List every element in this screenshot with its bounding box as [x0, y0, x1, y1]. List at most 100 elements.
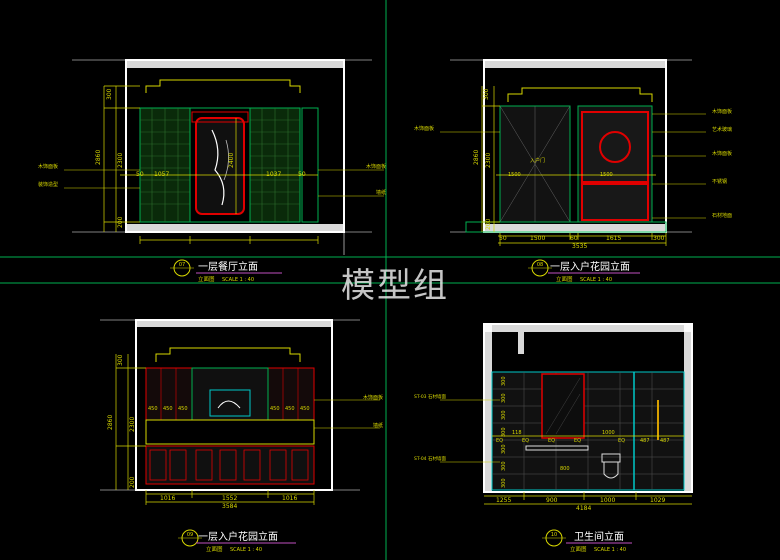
p09-dim-left-2: 200: [129, 476, 136, 488]
p07-label-right-1: 墙纸: [376, 189, 386, 196]
p09-label-right-0: 木饰面板: [363, 394, 383, 401]
title-08-number: 08: [537, 262, 543, 268]
p10-inner-0: 118: [512, 430, 522, 436]
p10-inner-2: 487: [640, 438, 650, 444]
p10-dim-bottom-0: 1255: [496, 497, 511, 504]
title-block-08: 08 一层入户花园立面 立面图 SCALE 1 : 40: [528, 259, 640, 283]
p08-dim-bottom-2: 60: [570, 235, 578, 242]
p08-dim-bottom-1: 1500: [530, 235, 545, 242]
title-10-number: 10: [551, 532, 557, 538]
p10-label-left-0: ST-03 石材墙面: [414, 393, 446, 400]
p08-label-right-1: 艺术玻璃: [712, 126, 732, 133]
p10-tile-row-3: 300: [501, 427, 507, 437]
title-block-09: 09 一层入户花园立面 立面图 SCALE 1 : 40: [178, 529, 296, 553]
panel-08-elevation: [440, 59, 706, 246]
p08-label-right-3: 不锈钢: [712, 178, 727, 185]
p08-dim-total: 3535: [572, 243, 587, 250]
p10-tile-row-4: 300: [501, 444, 507, 454]
p07-dim-left-3: 2860: [95, 150, 102, 165]
p09-row-left-2: 450: [178, 406, 188, 412]
p07-label-right-0: 木饰面板: [366, 163, 386, 170]
title-07-scale: SCALE 1 : 40: [222, 277, 254, 283]
title-07-text: 一层餐厅立面: [198, 260, 258, 273]
p07-dim-left-0: 300: [106, 88, 113, 100]
p07-dim-left-2: 200: [117, 216, 124, 228]
p09-row-left-0: 450: [148, 406, 158, 412]
p07-dim-bottom-1: 1057: [154, 171, 169, 178]
p10-tile-row-1: 300: [501, 393, 507, 403]
p08-dim-bottom-4: 300: [653, 235, 665, 242]
p09-row-right-2: 450: [300, 406, 310, 412]
p10-inner-3: 487: [660, 438, 670, 444]
p10-eq-1: EQ: [522, 438, 529, 444]
title-09-subtitle: 立面图: [206, 545, 223, 553]
panel-10-elevation: [440, 323, 693, 505]
p09-dim-bottom-0: 1016: [160, 495, 175, 502]
p09-row-right-0: 450: [270, 406, 280, 412]
watermark-text: 模型组: [341, 266, 449, 306]
p10-eq-4: EQ: [618, 438, 625, 444]
p10-dim-bottom-2: 1000: [600, 497, 615, 504]
p09-dim-left-1: 2300: [129, 417, 136, 432]
p08-dim-left-0: 300: [483, 88, 490, 100]
panel-09-elevation: [100, 319, 380, 505]
title-block-10: 10 卫生间立面 立面图 SCALE 1 : 40: [542, 529, 632, 553]
p09-dim-left-3: 2860: [107, 415, 114, 430]
p07-dim-bottom-0: 50: [136, 171, 144, 178]
p10-dim-total: 4184: [576, 505, 591, 512]
p10-eq-3: EQ: [574, 438, 581, 444]
p08-dim-left-3: 2860: [473, 150, 480, 165]
panel-07-dim-texts: 50 1057 1037 50 300 2300 200 2860 2400 木…: [38, 88, 386, 228]
title-09-text: 一层入户花园立面: [198, 530, 278, 543]
p07-dim-left-1: 2300: [117, 153, 124, 168]
p08-dim-bottom-3: 1615: [606, 235, 621, 242]
p09-dim-bottom-2: 1016: [282, 495, 297, 502]
p10-inner-4: 800: [560, 466, 570, 472]
p09-dim-left-0: 300: [117, 354, 124, 366]
p08-dim-inner-0: 1500: [508, 172, 521, 178]
p08-dim-left-2: 200: [485, 218, 492, 230]
panel-09-dim-texts: 1016 1552 1016 3584 300 2300 200 2860 45…: [107, 354, 383, 510]
p07-dim-bottom-3: 50: [298, 171, 306, 178]
title-07-subtitle: 立面图: [198, 275, 215, 283]
p10-eq-2: EQ: [548, 438, 555, 444]
title-09-number: 09: [187, 532, 193, 538]
p08-dim-bottom-0: 50: [499, 235, 507, 242]
panel-10-dim-texts: 1255 900 1000 1029 4184 300 300 300 300 …: [414, 376, 670, 512]
p10-tile-row-6: 300: [501, 478, 507, 488]
title-10-scale: SCALE 1 : 40: [594, 547, 626, 553]
p08-label-right-2: 木饰面板: [712, 150, 732, 157]
p10-inner-1: 1000: [602, 430, 615, 436]
p08-label-right-0: 木饰面板: [712, 108, 732, 115]
title-10-text: 卫生间立面: [574, 530, 624, 543]
p09-dim-bottom-1: 1552: [222, 495, 237, 502]
p10-tile-row-2: 300: [501, 410, 507, 420]
title-07-number: 07: [179, 262, 185, 268]
p10-tile-row-0: 300: [501, 376, 507, 386]
p09-dim-total: 3584: [222, 503, 237, 510]
panel-08-dim-texts: 50 1500 60 1615 300 3535 300 2300 200 28…: [414, 88, 732, 250]
p08-dim-left-1: 2300: [485, 153, 492, 168]
p07-dim-inner-0: 2400: [228, 153, 235, 168]
p10-tile-row-5: 300: [501, 461, 507, 471]
p07-label-left-0: 木饰面板: [38, 163, 58, 170]
p10-dim-bottom-1: 900: [546, 497, 558, 504]
p08-label-right-4: 石材地面: [712, 212, 732, 219]
title-10-subtitle: 立面图: [570, 545, 587, 553]
p10-label-left-1: ST-04 石材墙面: [414, 455, 446, 462]
p07-label-left-1: 装饰造型: [38, 181, 58, 188]
p08-dim-inner-1: 1500: [600, 172, 613, 178]
title-09-scale: SCALE 1 : 40: [230, 547, 262, 553]
panel-07-elevation: [64, 59, 384, 255]
p08-label-left-0: 木饰面板: [414, 125, 434, 132]
title-block-07: 07 一层餐厅立面 立面图 SCALE 1 : 40: [170, 259, 282, 283]
p10-eq-0: EQ: [496, 438, 503, 444]
p07-dim-bottom-2: 1037: [266, 171, 281, 178]
p10-dim-bottom-3: 1029: [650, 497, 665, 504]
title-08-text: 一层入户花园立面: [550, 260, 630, 273]
p09-label-right-1: 墙纸: [373, 422, 383, 429]
title-08-subtitle: 立面图: [556, 275, 573, 283]
p08-door-label: 入户门: [530, 157, 545, 164]
